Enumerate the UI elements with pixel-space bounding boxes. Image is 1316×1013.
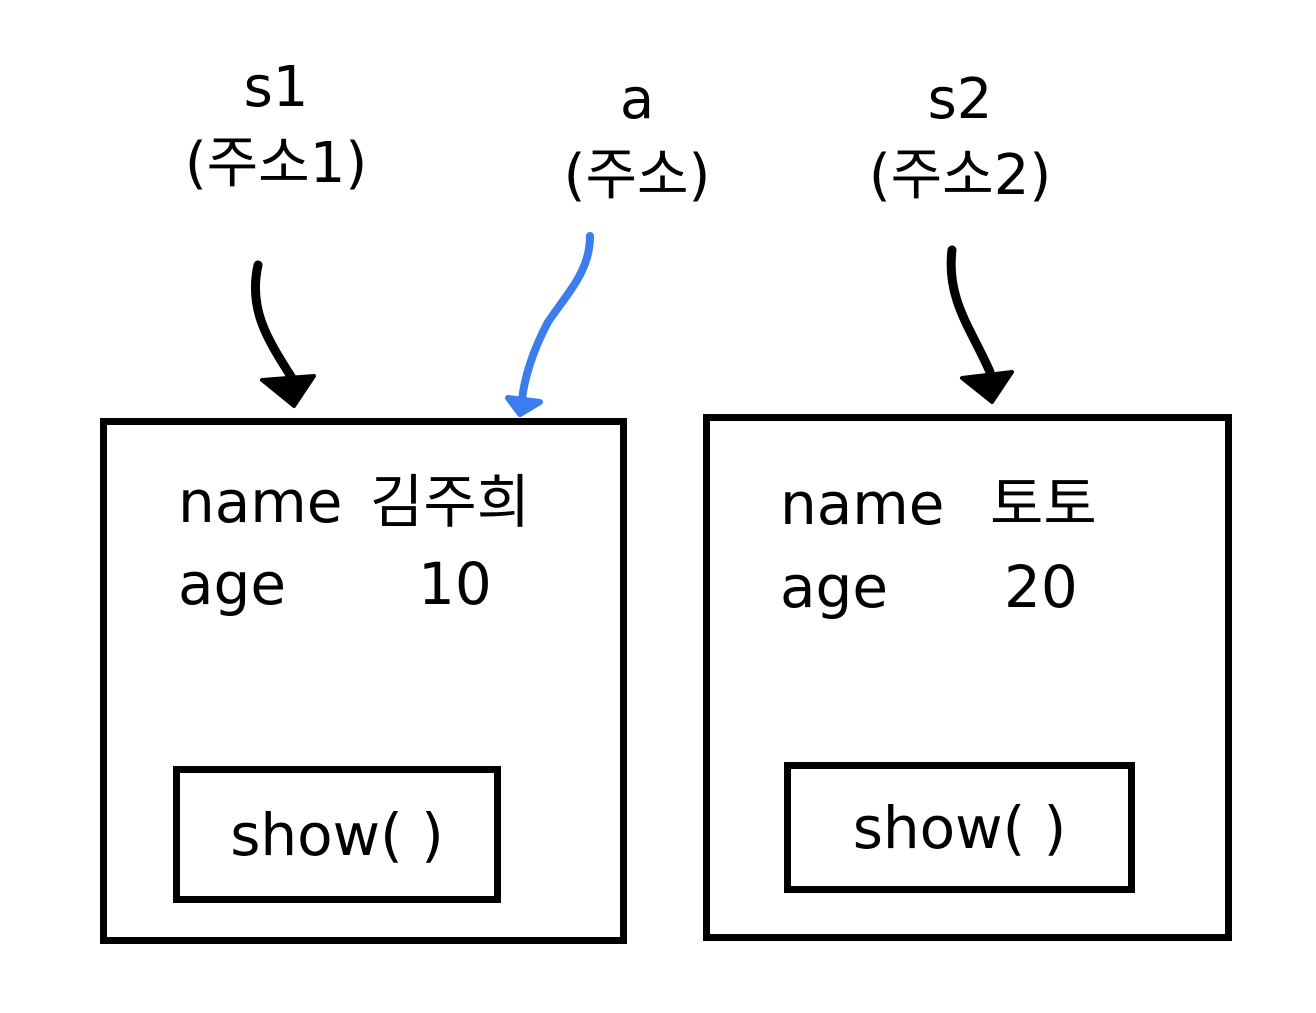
ref-a-address: (주소) [563, 143, 711, 208]
ref-s2-label: s2 (주소2) [850, 62, 1070, 214]
ref-s1-address: (주소1) [184, 131, 368, 196]
object-1-method-label: show( ) [230, 800, 444, 869]
object-1-age-key: age [178, 550, 287, 618]
object-box-1 [100, 418, 627, 944]
arrow-a [505, 232, 594, 417]
object-2-age-key: age [780, 553, 889, 621]
ref-a-name: a [619, 67, 655, 132]
ref-s1-label: s1 (주소1) [176, 50, 376, 202]
object-box-2 [703, 414, 1232, 941]
object-1-method-show: show( ) [173, 766, 501, 903]
object-1-age-value: 10 [418, 550, 492, 618]
object-1-name-key: name [178, 468, 343, 536]
object-2-method-label: show( ) [852, 793, 1067, 862]
object-2-age-value: 20 [1004, 553, 1078, 621]
ref-s2-name: s2 [927, 67, 993, 132]
arrow-s2 [946, 245, 1014, 404]
object-2-method-show: show( ) [784, 762, 1135, 893]
ref-s1-name: s1 [243, 55, 309, 120]
object-2-name-value: 토토 [990, 470, 1097, 538]
arrow-s1 [250, 260, 316, 408]
ref-a-label: a (주소) [532, 62, 742, 214]
object-1-name-value: 김주희 [370, 468, 531, 536]
object-2-name-key: name [780, 470, 945, 538]
ref-s2-address: (주소2) [868, 143, 1052, 208]
